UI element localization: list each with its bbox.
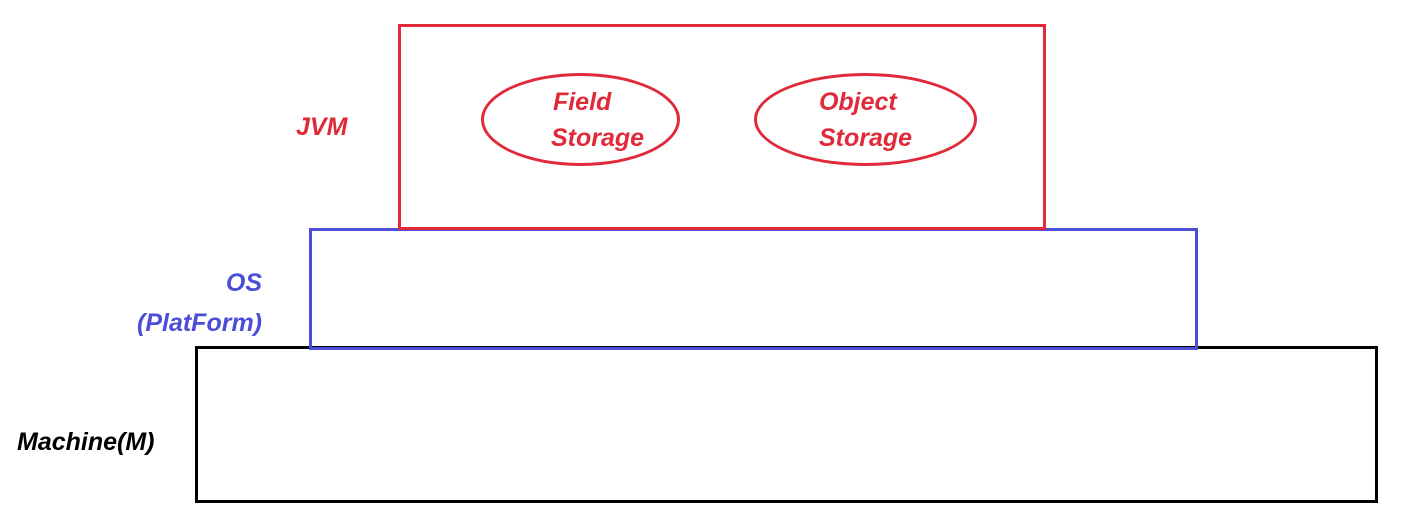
os-label-line2: (PlatForm) <box>137 309 262 337</box>
jvm-layer-box <box>398 24 1046 230</box>
os-label-line1: OS <box>225 269 262 297</box>
object-storage-line1: Object <box>818 87 897 116</box>
jvm-label: JVM <box>296 113 348 141</box>
field-storage-line2: Storage <box>550 123 645 152</box>
machine-label: Machine(M) <box>17 428 155 456</box>
os-label: OS (PlatForm) <box>118 266 262 340</box>
machine-layer-box <box>195 346 1378 503</box>
os-layer-box <box>309 228 1198 350</box>
object-storage-line2: Storage <box>818 123 913 152</box>
object-storage-oval: Object Storage <box>754 73 977 166</box>
field-storage-line1: Field <box>552 87 612 116</box>
field-storage-oval: Field Storage <box>481 73 680 166</box>
